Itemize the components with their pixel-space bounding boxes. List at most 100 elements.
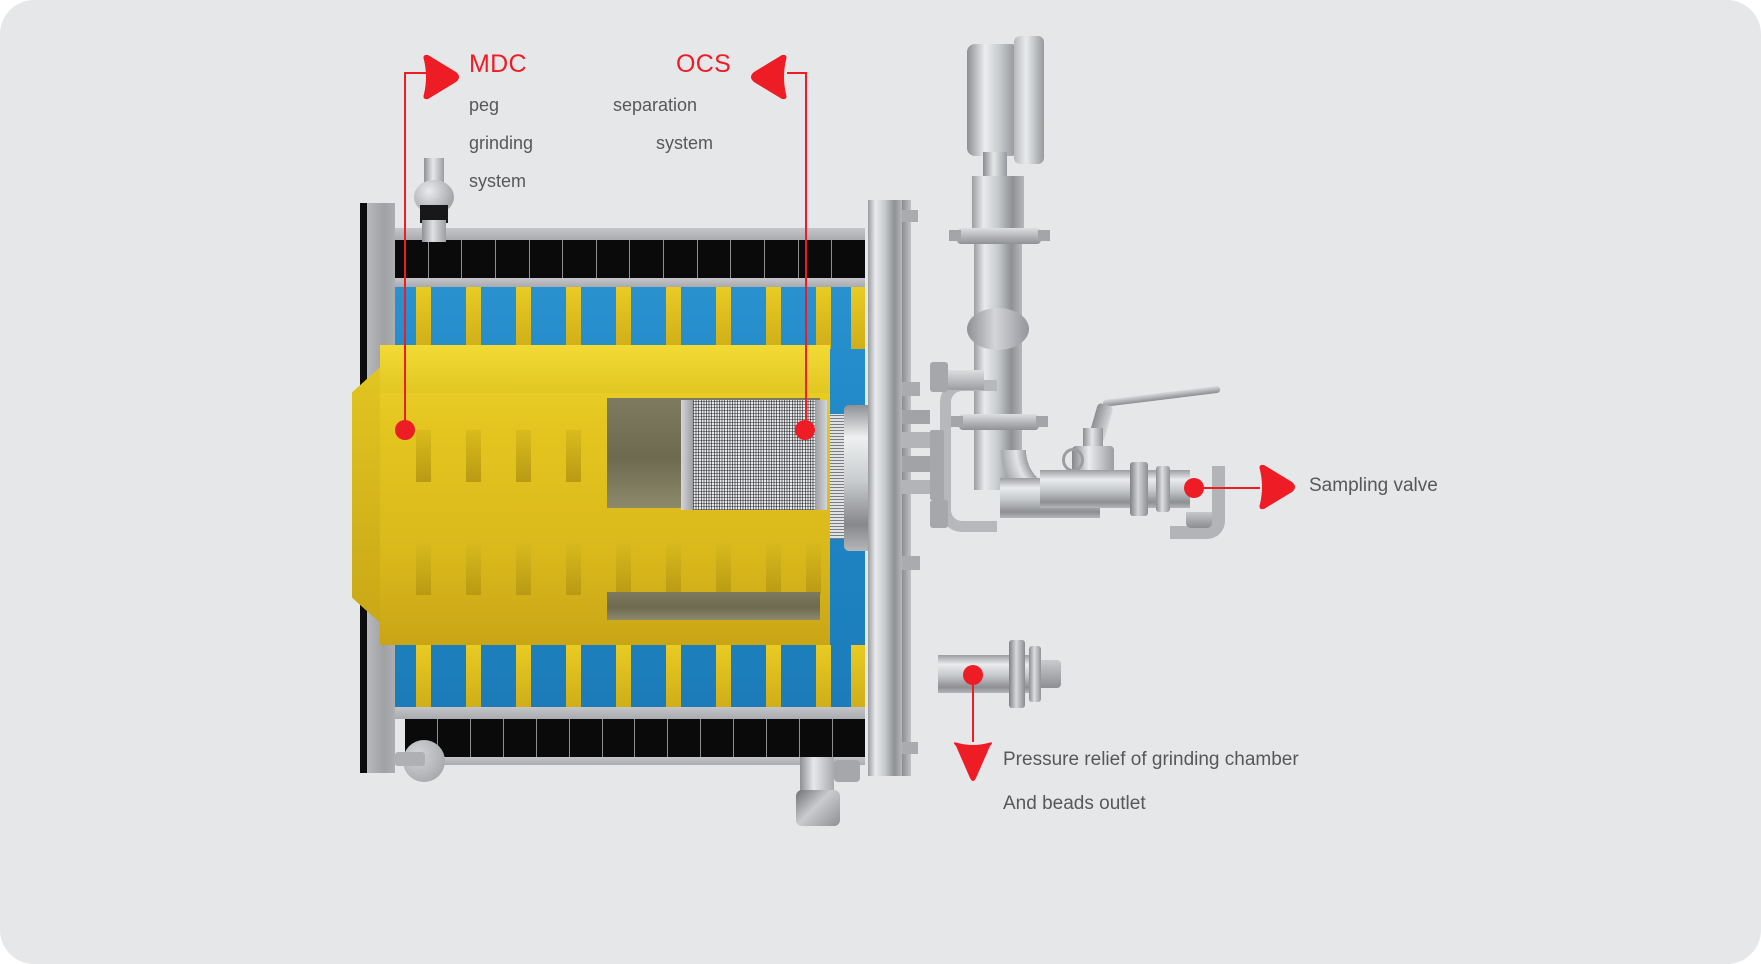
beads-outlet-flange [1009,640,1025,708]
ocs-line-2: system [656,133,714,153]
feed-inlet-valve-neck [422,220,446,242]
sampling-ball-valve-handle[interactable] [1102,385,1221,407]
stator-peg [816,645,831,707]
mdc-line-1: peg [469,95,500,115]
mdc-leader-line [404,72,406,428]
rotor-peg [666,540,681,595]
stator-peg [616,645,631,707]
lower-band-segments [405,719,865,757]
stator-peg [516,287,531,349]
rotor-peg [466,430,481,482]
rotor-peg [516,430,531,482]
ocs-line-1: separation [613,95,698,115]
bottom-left-clamp-stub [395,752,425,766]
mdc-leader-line-top [404,72,426,74]
stator-peg [766,287,781,349]
flange-bolt-lug [902,556,920,570]
ocs-anchor-dot [795,420,815,440]
rotor-peg [716,540,731,595]
stator-peg [666,645,681,707]
return-loop-pipe [940,380,997,532]
rotor-peg [416,540,431,595]
mdc-line-2: grinding [469,133,534,153]
sampling-ball-valve-stem [1083,428,1103,450]
sampling-ball-valve-lever-ring [1062,448,1084,472]
flange-bolt-lug [902,432,936,448]
mdc-title: MDC [469,50,527,78]
lower-grey-rail [395,707,865,719]
separator-screen-end-right [815,400,827,510]
stator-peg [666,287,681,349]
pipe-mid-bulge [967,308,1029,350]
flange-bolt-lug [902,480,930,494]
top-disc-valve-face [1014,36,1044,164]
ocs-leader-line [805,72,807,428]
stator-peg [816,287,831,349]
stator-peg [466,645,481,707]
rotor-peg [766,540,781,595]
pipe-clamp [957,228,1041,244]
bottom-drain-fitting [800,757,834,793]
stator-peg [416,287,431,349]
sampling-valve-marker-right-triangle [1259,464,1295,510]
pipe-clamp-bolt [949,230,961,241]
sampling-valve-union-nut [1130,462,1148,516]
ocs-title: OCS [676,50,732,78]
stator-peg [566,287,581,349]
rotor-peg [516,540,531,595]
flange-bolt-lug [902,410,930,424]
sampling-valve-leader-line [1194,487,1260,489]
beads-outlet-end-cap [1041,660,1061,688]
bottom-drain-cap [796,790,840,826]
upper-grey-rail [395,228,865,240]
stator-peg [851,645,865,707]
mdc-line-3: system [469,171,527,191]
rotor-peg [566,430,581,482]
pressure-relief-line-2: And beads outlet [1003,793,1146,814]
lower-grey-rail-bottom [395,757,865,765]
stator-peg [716,287,731,349]
pipe-clamp-bolt [1036,416,1048,427]
stator-peg [466,287,481,349]
mdc-marker-right-triangle [423,54,459,100]
pipe-clamp-bolt [951,416,963,427]
sampling-valve-label: Sampling valve [1309,475,1438,496]
upper-grey-rail-lower [395,278,865,287]
stator-peg [851,287,865,349]
pipe-clamp-bolt [1038,230,1050,241]
rotor-interior-cavity-lower [607,592,820,620]
rotor-peg [616,540,631,595]
top-disc-valve-neck [983,152,1007,178]
ocs-leader-line-top [787,72,807,74]
stator-peg [716,645,731,707]
upper-band-segments [395,240,865,278]
pressure-relief-leader-line [972,675,974,742]
sampling-valve-outlet-tip [1186,512,1212,528]
stator-peg [766,645,781,707]
sampling-valve-outlet-spout [1170,466,1225,539]
stator-peg [416,645,431,707]
stator-peg [566,645,581,707]
flange-bolt-lug [902,456,936,472]
separator-screen-end-left [681,400,693,510]
sampling-valve-union-nut2 [1156,466,1170,512]
return-loop-flange [930,362,948,392]
beads-outlet-flange2 [1029,646,1041,702]
mdc-anchor-dot [395,420,415,440]
rotor-peg [806,540,821,595]
separator-hub-mesh [830,414,844,539]
flange-bolt-lug [902,382,920,396]
stator-peg [616,287,631,349]
rotor-peg [416,430,431,482]
bottom-drain-side-lug [834,760,860,782]
stator-peg [516,645,531,707]
return-loop-upper-arm [940,370,984,390]
top-disc-valve-body [967,44,1019,156]
rotor-peg [566,540,581,595]
feed-inlet-valve-dark [420,205,448,223]
pipe-clamp [959,414,1039,430]
rotor-peg [466,540,481,595]
end-flange [868,200,902,776]
return-loop-lower-flange [930,500,948,528]
